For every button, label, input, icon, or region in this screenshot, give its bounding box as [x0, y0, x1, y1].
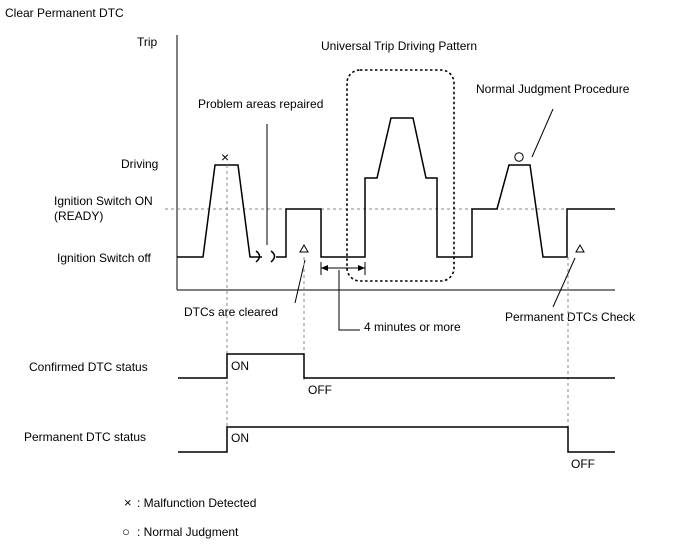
label-dtcs-cleared: DTCs are cleared [184, 305, 278, 319]
confirmed-on-label: ON [231, 359, 249, 373]
dtc-cleared-triangle-icon [299, 243, 309, 253]
trip-waveform-segment-1 [177, 164, 262, 258]
permanent-check-leader [552, 257, 576, 308]
malfunction-cross-icon: × [221, 149, 229, 165]
universal-trip-pattern-box [346, 69, 455, 282]
break-mark-2 [270, 250, 276, 263]
dtcs-cleared-leader [294, 259, 306, 304]
legend-cross-icon: × [124, 495, 132, 510]
four-min-arrow-left [321, 265, 328, 271]
confirmed-dtc-waveform [178, 353, 615, 379]
four-min-leader [338, 270, 360, 331]
label-ignition-on-ready: (READY) [54, 209, 103, 223]
four-min-arrow-right [358, 265, 365, 271]
label-permanent-dtcs-check: Permanent DTCs Check [505, 310, 636, 324]
label-confirmed-dtc-status: Confirmed DTC status [29, 360, 148, 374]
legend: × : Malfunction Detected ○ : Normal Judg… [122, 495, 256, 539]
label-driving: Driving [121, 157, 158, 171]
legend-malfunction-text: : Malfunction Detected [137, 496, 256, 510]
label-normal-judgment-procedure: Normal Judgment Procedure [476, 82, 630, 96]
confirmed-off-label: OFF [308, 383, 332, 397]
label-ignition-on: Ignition Switch ON [54, 194, 153, 208]
legend-circle-icon: ○ [122, 524, 130, 539]
normal-procedure-leader [531, 108, 554, 158]
label-problem-areas-repaired: Problem areas repaired [198, 97, 323, 111]
permanent-off-label: OFF [571, 457, 595, 471]
label-ignition-off: Ignition Switch off [57, 251, 151, 265]
permanent-dtc-waveform [178, 426, 615, 453]
label-permanent-dtc-status: Permanent DTC status [24, 430, 146, 444]
trip-waveform-segment-2 [276, 117, 615, 258]
label-four-minutes: 4 minutes or more [364, 320, 461, 334]
label-universal-trip-pattern: Universal Trip Driving Pattern [321, 39, 477, 53]
permanent-check-triangle-icon [575, 243, 585, 253]
normal-judgment-circle-icon [514, 152, 524, 162]
permanent-on-label: ON [231, 431, 249, 445]
diagram-title: Clear Permanent DTC [5, 6, 124, 20]
break-mark-1 [255, 250, 261, 263]
legend-normal-text: : Normal Judgment [137, 525, 239, 539]
label-trip: Trip [137, 35, 158, 49]
